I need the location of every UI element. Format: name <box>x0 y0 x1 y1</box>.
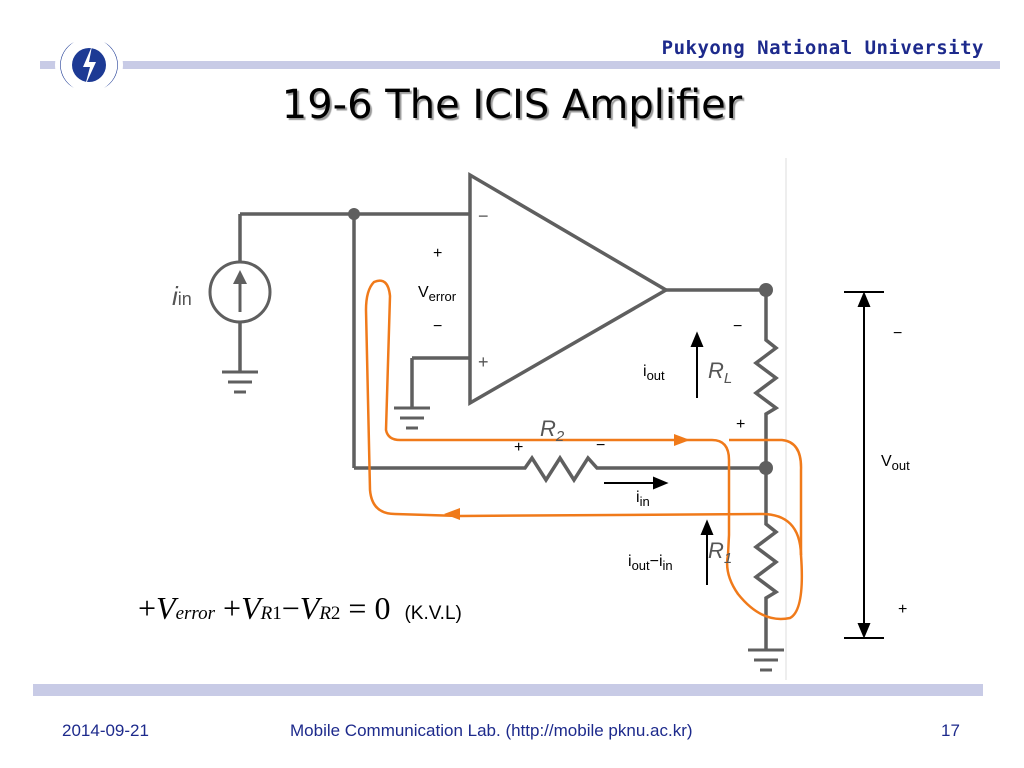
loop-arrow-icon <box>444 508 460 520</box>
vout-minus: − <box>893 325 902 342</box>
source-label: iin <box>172 281 192 311</box>
error-label: Verror <box>418 284 457 304</box>
r2-label: R2 <box>540 416 565 445</box>
rl-plus: + <box>736 416 745 433</box>
rl-resistor <box>753 336 780 468</box>
kvl-equation: +Verror +VR1−VR2 = 0(K.V.L) <box>138 590 462 626</box>
vout-measure <box>844 291 884 639</box>
r1-resistor <box>753 520 780 650</box>
page-number: 17 <box>941 721 960 740</box>
r2-minus: − <box>596 437 605 454</box>
iout-label: iout <box>643 363 665 383</box>
iout-minus-iin-label: iout−iin <box>628 553 673 573</box>
circuit-wires <box>238 171 780 650</box>
footer-lab: Mobile Communication Lab. (http://mobile… <box>290 721 693 740</box>
r2-resistor <box>515 454 766 484</box>
error-minus: − <box>433 318 442 335</box>
footer-date: 2014-09-21 <box>62 721 149 740</box>
header-bar <box>40 61 1000 69</box>
error-plus: + <box>433 245 442 262</box>
ground-symbols <box>222 370 784 672</box>
rl-label: RL <box>708 358 732 387</box>
university-logo <box>55 36 123 94</box>
source-arrow-icon <box>233 270 247 284</box>
vout-plus: + <box>898 601 907 618</box>
kvl-note: (K.V.L) <box>404 603 462 624</box>
opamp-triangle <box>468 171 670 407</box>
r2-plus: + <box>514 439 523 456</box>
loop-arrow-icon <box>674 434 690 446</box>
current-arrows <box>604 331 714 585</box>
university-name: Pukyong National University <box>661 37 984 59</box>
iin-label: iin <box>636 489 650 509</box>
node <box>759 461 773 475</box>
slide-title: 19-6 The ICIS Amplifier <box>281 82 743 128</box>
r1-label: R1 <box>708 538 732 567</box>
opamp-plus: + <box>478 352 489 372</box>
rl-minus: − <box>733 318 742 335</box>
kvl-loop <box>364 279 804 621</box>
node <box>759 283 773 297</box>
footer-bar <box>33 684 983 696</box>
vout-label: Vout <box>881 453 910 473</box>
opamp-minus: − <box>478 206 489 226</box>
node <box>348 208 360 220</box>
